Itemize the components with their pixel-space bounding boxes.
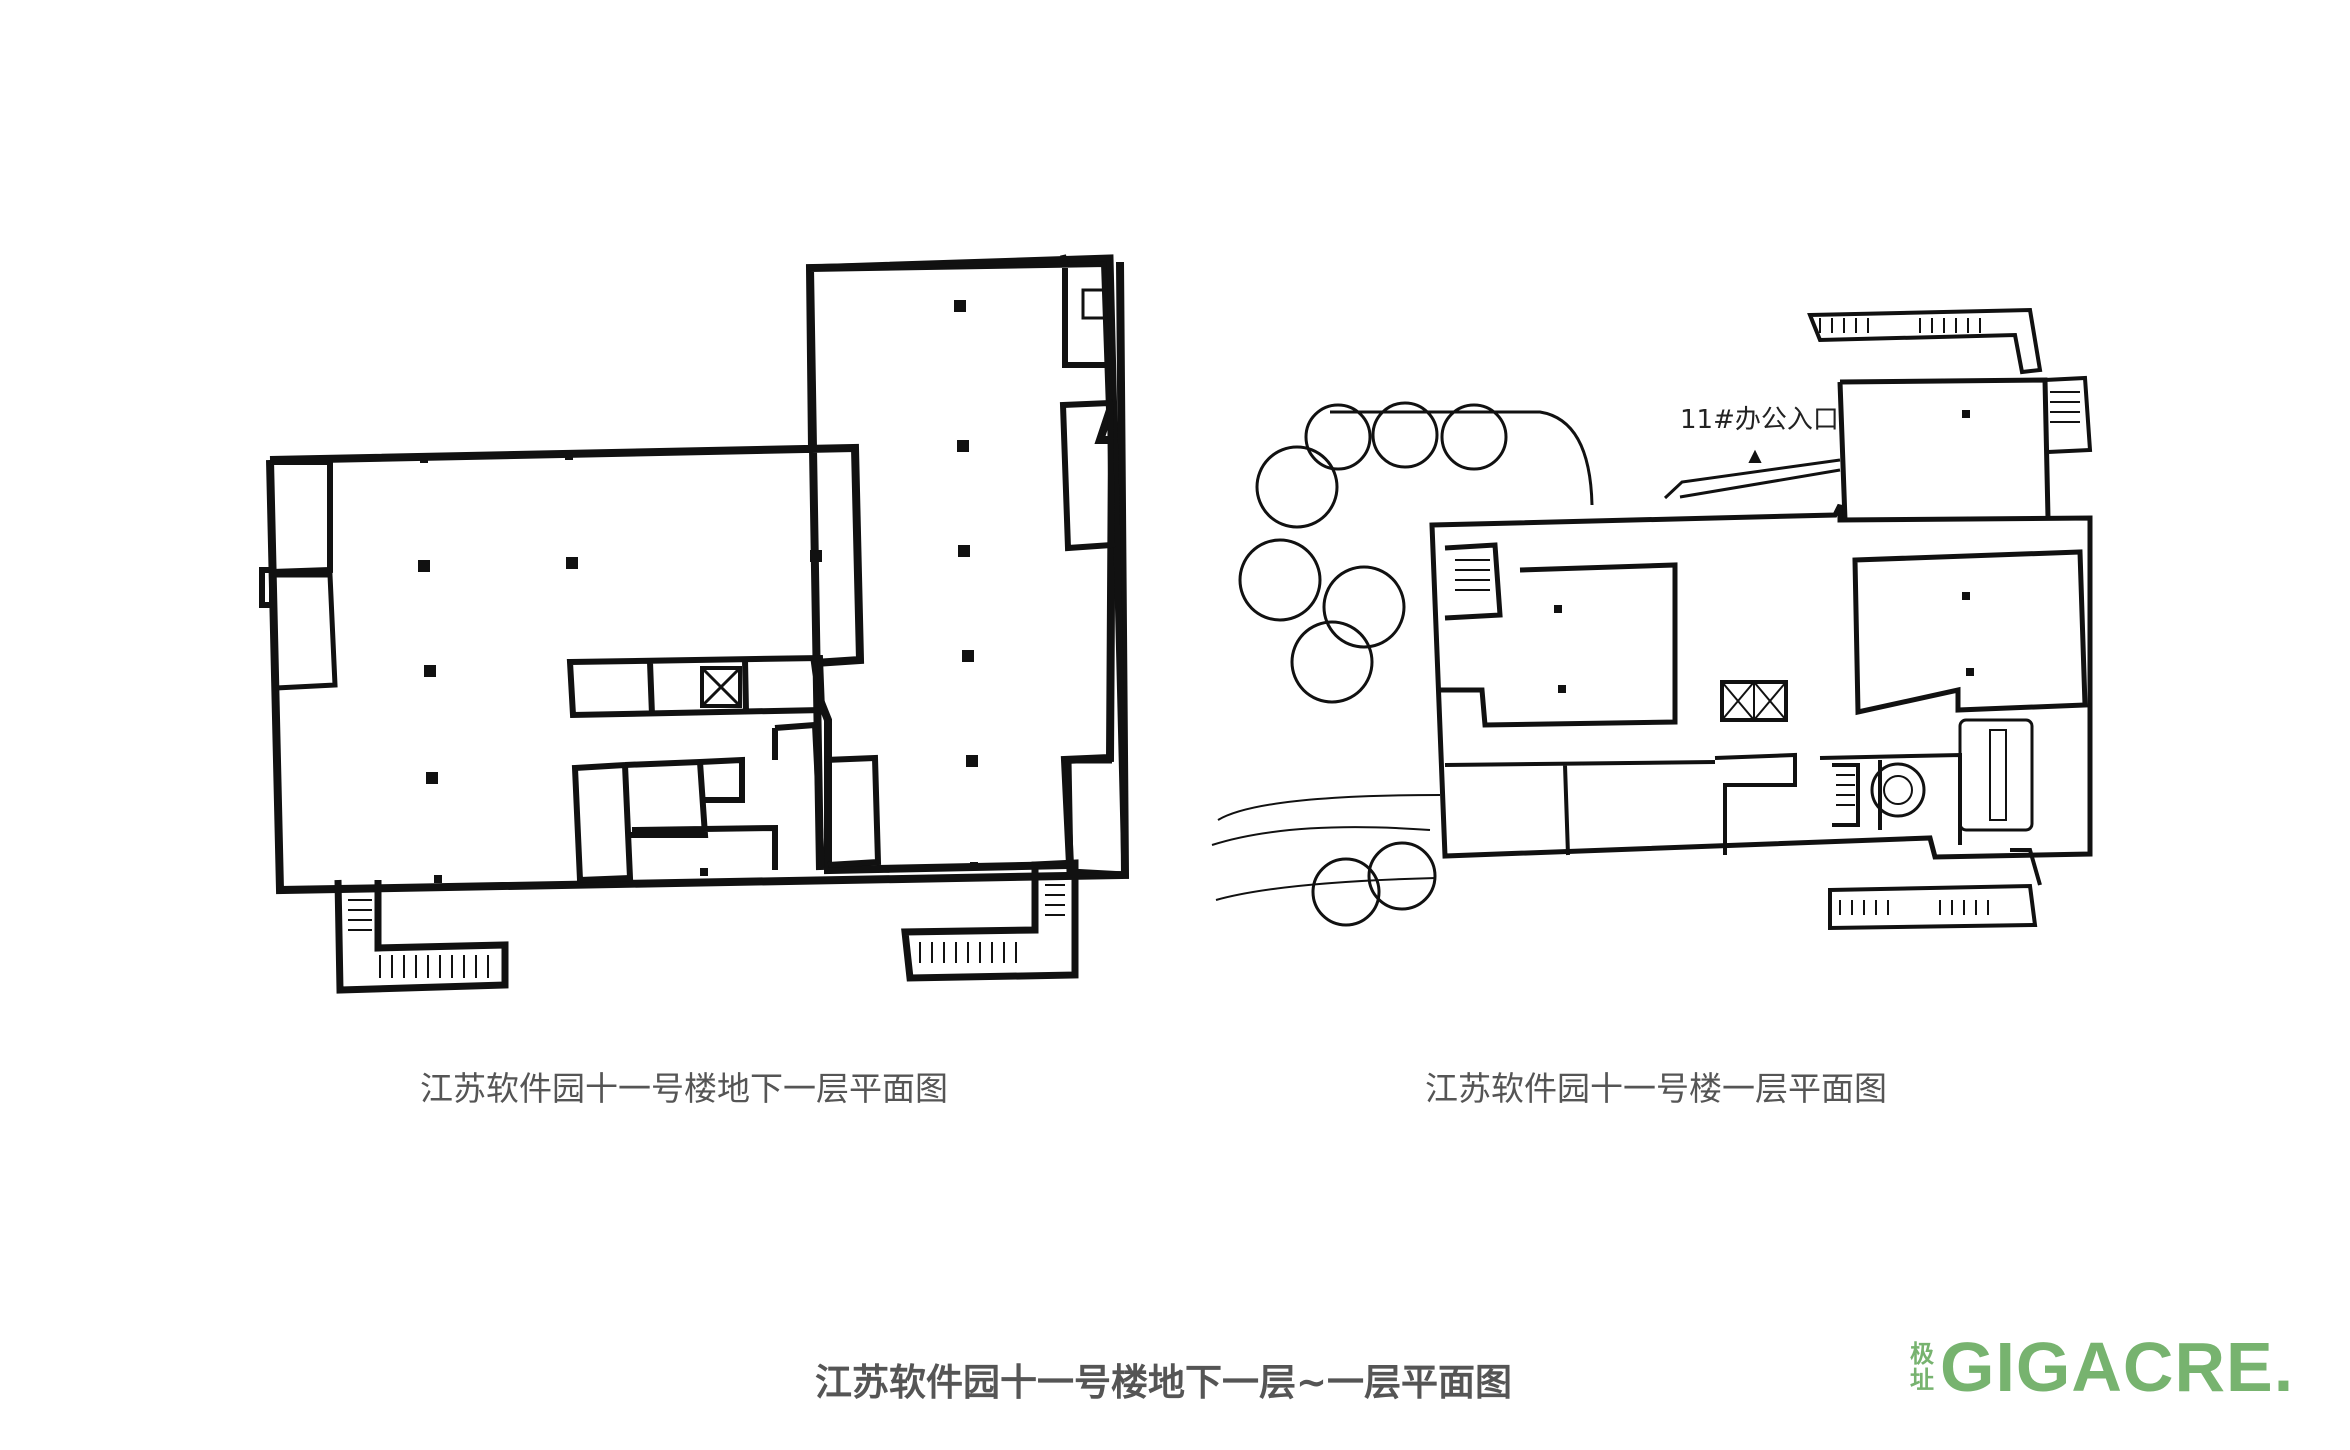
logo-cn-top: 极 (1910, 1340, 1934, 1368)
ground-outer-wall (1429, 503, 2093, 860)
trees (1238, 401, 1508, 927)
logo-chinese: 极 址 (1910, 1341, 1934, 1393)
brand-logo: 极 址 GIGACRE. (1910, 1332, 2294, 1402)
basement-west-stair-room (259, 459, 333, 608)
ground-columns (1554, 410, 1974, 693)
basement-caption: 江苏软件园十一号楼地下一层平面图 (420, 1069, 948, 1108)
basement-south-stair-left (334, 879, 509, 994)
entrance-label: 11#办公入口 (1680, 405, 1839, 435)
logo-cn-bottom: 址 (1910, 1366, 1934, 1394)
basement-east-block (806, 254, 1129, 879)
basement-columns (418, 300, 978, 883)
logo-text: GIGACRE. (1940, 1328, 2295, 1406)
basement-core (566, 654, 826, 719)
ground-caption: 江苏软件园十一号楼一层平面图 (1425, 1069, 1887, 1108)
basement-south-stair-right (901, 859, 1079, 982)
page-title: 江苏软件园十一号楼地下一层~一层平面图 (815, 1361, 1513, 1404)
